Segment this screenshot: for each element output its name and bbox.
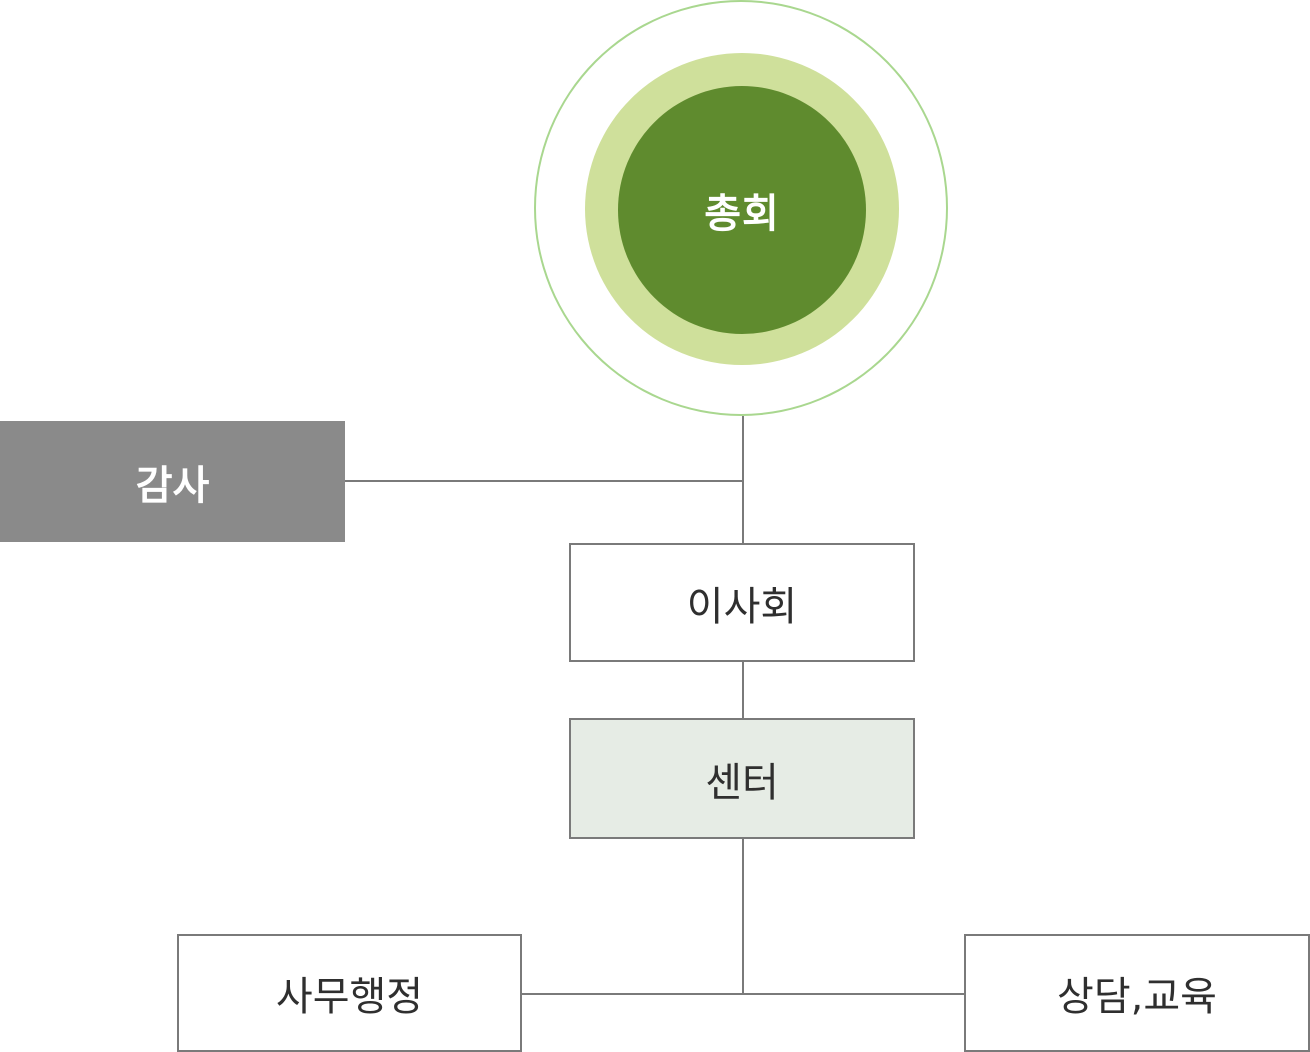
general-assembly-node: 총회 bbox=[618, 86, 866, 334]
admin-department-node: 사무행정 bbox=[177, 934, 522, 1052]
audit-node: 감사 bbox=[0, 421, 345, 542]
center-node: 센터 bbox=[569, 718, 915, 839]
board-label: 이사회 bbox=[686, 583, 798, 630]
general-assembly-label: 총회 bbox=[704, 191, 780, 237]
counseling-education-node: 상담,교육 bbox=[964, 934, 1310, 1052]
board-node: 이사회 bbox=[569, 543, 915, 662]
center-label: 센터 bbox=[705, 759, 779, 806]
audit-label: 감사 bbox=[135, 462, 210, 509]
counseling-education-label: 상담,교육 bbox=[1057, 974, 1217, 1020]
admin-department-label: 사무행정 bbox=[275, 974, 424, 1020]
